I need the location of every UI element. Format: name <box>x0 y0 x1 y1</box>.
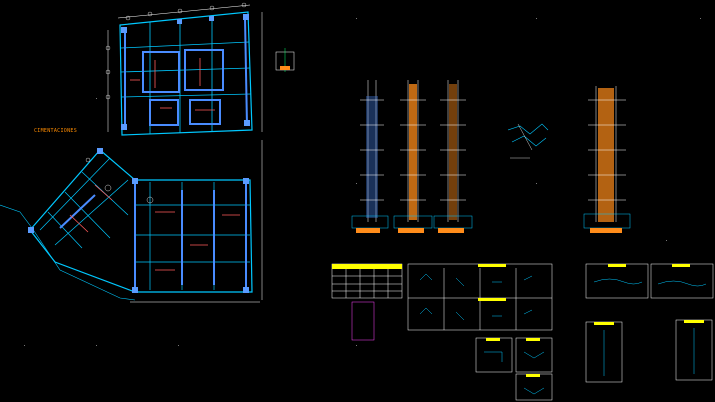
stair-detail-icon <box>507 123 549 159</box>
lower-footings <box>85 157 154 204</box>
upper-beams <box>130 58 215 111</box>
footing-detail-sheet <box>407 263 553 331</box>
column-elevation-large <box>583 86 631 233</box>
footing-section-icon <box>275 48 295 72</box>
connection-detail-sheet-3 <box>515 373 553 401</box>
lower-columns <box>28 148 249 293</box>
upper-plan-outline <box>119 11 253 136</box>
reference-dots <box>24 18 701 346</box>
lower-walls <box>59 182 247 292</box>
column-elevation-2 <box>393 80 433 233</box>
upper-walls <box>124 17 248 130</box>
rebar-schedule-table <box>331 263 403 341</box>
column-elevation-1 <box>351 80 389 233</box>
upper-grid-bubbles <box>105 2 247 100</box>
lower-wing-grid <box>39 157 129 249</box>
column-detail-sheet-2 <box>675 319 713 381</box>
column-elevations <box>351 80 631 233</box>
foundation-plan-title: CIMENTACIONES <box>34 128 78 134</box>
wall-detail-sheet-2 <box>650 263 714 299</box>
site-boundary <box>0 204 136 301</box>
upper-columns <box>121 14 250 130</box>
upper-dim-line-top <box>117 4 251 19</box>
lower-plan-outline <box>29 149 253 293</box>
wall-detail-sheet-1 <box>585 263 649 299</box>
column-detail-sheet-1 <box>585 321 623 383</box>
lower-beams <box>69 184 240 271</box>
connection-detail-sheet-2 <box>515 337 553 373</box>
upper-foundation-plan <box>105 2 263 136</box>
column-elevation-3 <box>433 80 473 233</box>
lower-foundation-plan <box>0 140 263 303</box>
detail-tables <box>331 263 714 401</box>
connection-detail-sheet-1 <box>475 337 513 373</box>
lower-rect-grid <box>136 182 250 290</box>
